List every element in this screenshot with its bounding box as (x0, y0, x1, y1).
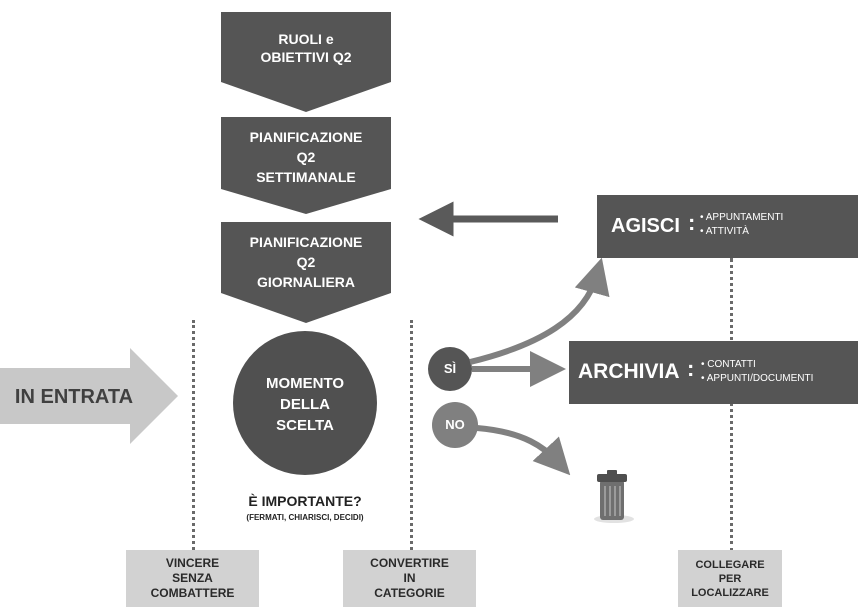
act-box-separator: : (688, 210, 696, 235)
decision-circle-label: MOMENTO DELLA SCELTA (265, 375, 345, 434)
dotted-line-right (730, 258, 733, 552)
bottom-label-win: VINCERE SENZA COMBATTERE (126, 550, 259, 607)
question-title: È IMPORTANTE? (248, 493, 362, 509)
yes-label: SÌ (443, 361, 457, 376)
flow-step-2-label: PIANIFICAZIONE Q2 SETTIMANALE (249, 129, 363, 185)
no-circle-shape (432, 402, 478, 448)
decision-circle-shape (233, 331, 377, 475)
act-box-title: AGISCI (611, 215, 680, 237)
dotted-line-left (192, 320, 195, 550)
no-to-trash-arrow (476, 425, 571, 476)
archive-box-item-2: • APPUNTI/DOCUMENTI (701, 373, 814, 384)
yes-circle-shape (428, 347, 472, 391)
input-arrow-shape (0, 348, 178, 444)
dotted-line-middle (410, 320, 413, 550)
archive-box: ARCHIVIA : • CONTATTI • APPUNTI/DOCUMENT… (569, 341, 858, 404)
input-arrow-label: IN ENTRATA (14, 386, 134, 408)
no-label: NO (445, 417, 465, 432)
archive-box-separator: : (687, 356, 695, 381)
flow-step-shape-2 (221, 117, 391, 214)
act-box-item-1: • APPUNTAMENTI (700, 212, 784, 223)
yes-to-act-arrow (469, 257, 610, 365)
act-box: AGISCI : • APPUNTAMENTI • ATTIVITÀ (597, 195, 858, 258)
act-box-item-2: • ATTIVITÀ (700, 226, 749, 237)
flow-step-shape-3 (221, 222, 391, 323)
question-subtitle: (FERMATI, CHIARISCI, DECIDI) (246, 513, 364, 522)
flow-step-shape-1 (221, 12, 391, 112)
archive-box-title: ARCHIVIA (578, 360, 680, 383)
flow-step-3-label: PIANIFICAZIONE Q2 GIORNALIERA (249, 234, 363, 290)
bottom-label-link: COLLEGARE PER LOCALIZZARE (678, 550, 782, 607)
trash-can-icon (594, 470, 634, 523)
flow-step-1-label: RUOLI e OBIETTIVI Q2 (260, 31, 352, 65)
archive-box-item-1: • CONTATTI (701, 359, 756, 370)
bottom-label-convert: CONVERTIRE IN CATEGORIE (343, 550, 476, 607)
